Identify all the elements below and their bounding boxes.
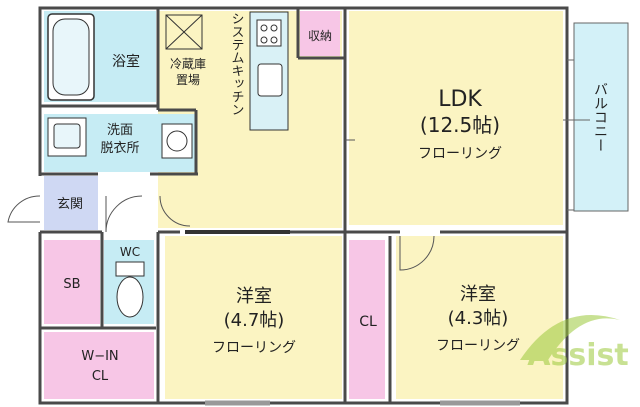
ldk-area — [349, 11, 563, 225]
wc-label: WC — [120, 245, 140, 259]
room1-size-label: (4.7帖) — [224, 310, 285, 331]
storage-area — [300, 11, 340, 56]
wic-area — [44, 332, 154, 399]
balcony-label: バルコニー — [592, 82, 608, 152]
storage-label: 収納 — [308, 29, 332, 43]
bathtub — [47, 13, 95, 101]
washroom-fixtures — [47, 117, 193, 159]
fridge-label-2: 置場 — [176, 73, 200, 87]
assist-watermark: Assist — [520, 315, 629, 373]
room2-size-label: (4.3帖) — [448, 308, 509, 329]
washroom-label-1: 洗面 — [107, 123, 133, 138]
door-swings — [7, 139, 435, 271]
room2-floor-label: フローリング — [436, 338, 520, 354]
entrance-area — [44, 176, 98, 230]
bath-label: 浴室 — [112, 53, 140, 70]
ldk-name-label: LDK — [438, 87, 482, 112]
wic-label-2: CL — [92, 369, 109, 384]
balcony-area — [574, 23, 628, 211]
window-lines — [185, 22, 629, 406]
kitchen-counter — [249, 11, 289, 131]
fridge-box — [165, 14, 203, 50]
cl-area — [349, 240, 385, 399]
washroom-label-2: 脱衣所 — [100, 140, 139, 156]
entrance-label: 玄関 — [57, 197, 83, 212]
watermark-text: Assist — [527, 338, 628, 373]
cl-label: CL — [359, 314, 377, 330]
ldk-floor-label: フローリング — [418, 146, 502, 162]
room1-floor-label: フローリング — [212, 340, 296, 356]
sb-label: SB — [63, 277, 80, 292]
kitchen-label: システムキッチン — [229, 12, 244, 116]
room1-name-label: 洋室 — [236, 286, 272, 307]
ldk-size-label: (12.5帖) — [420, 113, 500, 137]
room2-area — [396, 236, 563, 399]
toilet — [115, 261, 145, 318]
walls — [38, 6, 569, 405]
fridge-label-1: 冷蔵庫 — [170, 57, 206, 71]
room1-area — [165, 236, 342, 399]
wic-label-1: W−IN — [81, 349, 118, 364]
sb-area — [44, 240, 100, 324]
room2-name-label: 洋室 — [460, 284, 496, 305]
